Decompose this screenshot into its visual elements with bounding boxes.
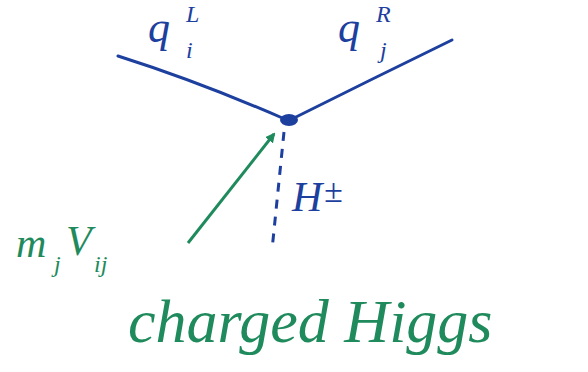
quark-symbol: q [338, 6, 360, 50]
flavor-subscript: i [186, 38, 193, 62]
coupling-arrow [188, 134, 274, 243]
vertex-dot [280, 114, 298, 126]
flavor-subscript: j [380, 38, 387, 62]
particle-name: charged Higgs [128, 290, 493, 352]
chirality-superscript: R [376, 2, 391, 26]
higgs-symbol: H [292, 176, 322, 218]
mass-symbol: m [16, 222, 46, 264]
higgs-dashed-line [272, 132, 284, 250]
quark-line-right [290, 40, 452, 120]
ckm-subscript: ij [94, 252, 107, 276]
ckm-symbol: V [66, 220, 92, 262]
mass-subscript: j [54, 252, 61, 276]
quark-line-left [118, 56, 287, 120]
quark-symbol: q [148, 6, 170, 50]
charge-superscript: ± [324, 174, 343, 208]
chirality-superscript: L [186, 2, 199, 26]
